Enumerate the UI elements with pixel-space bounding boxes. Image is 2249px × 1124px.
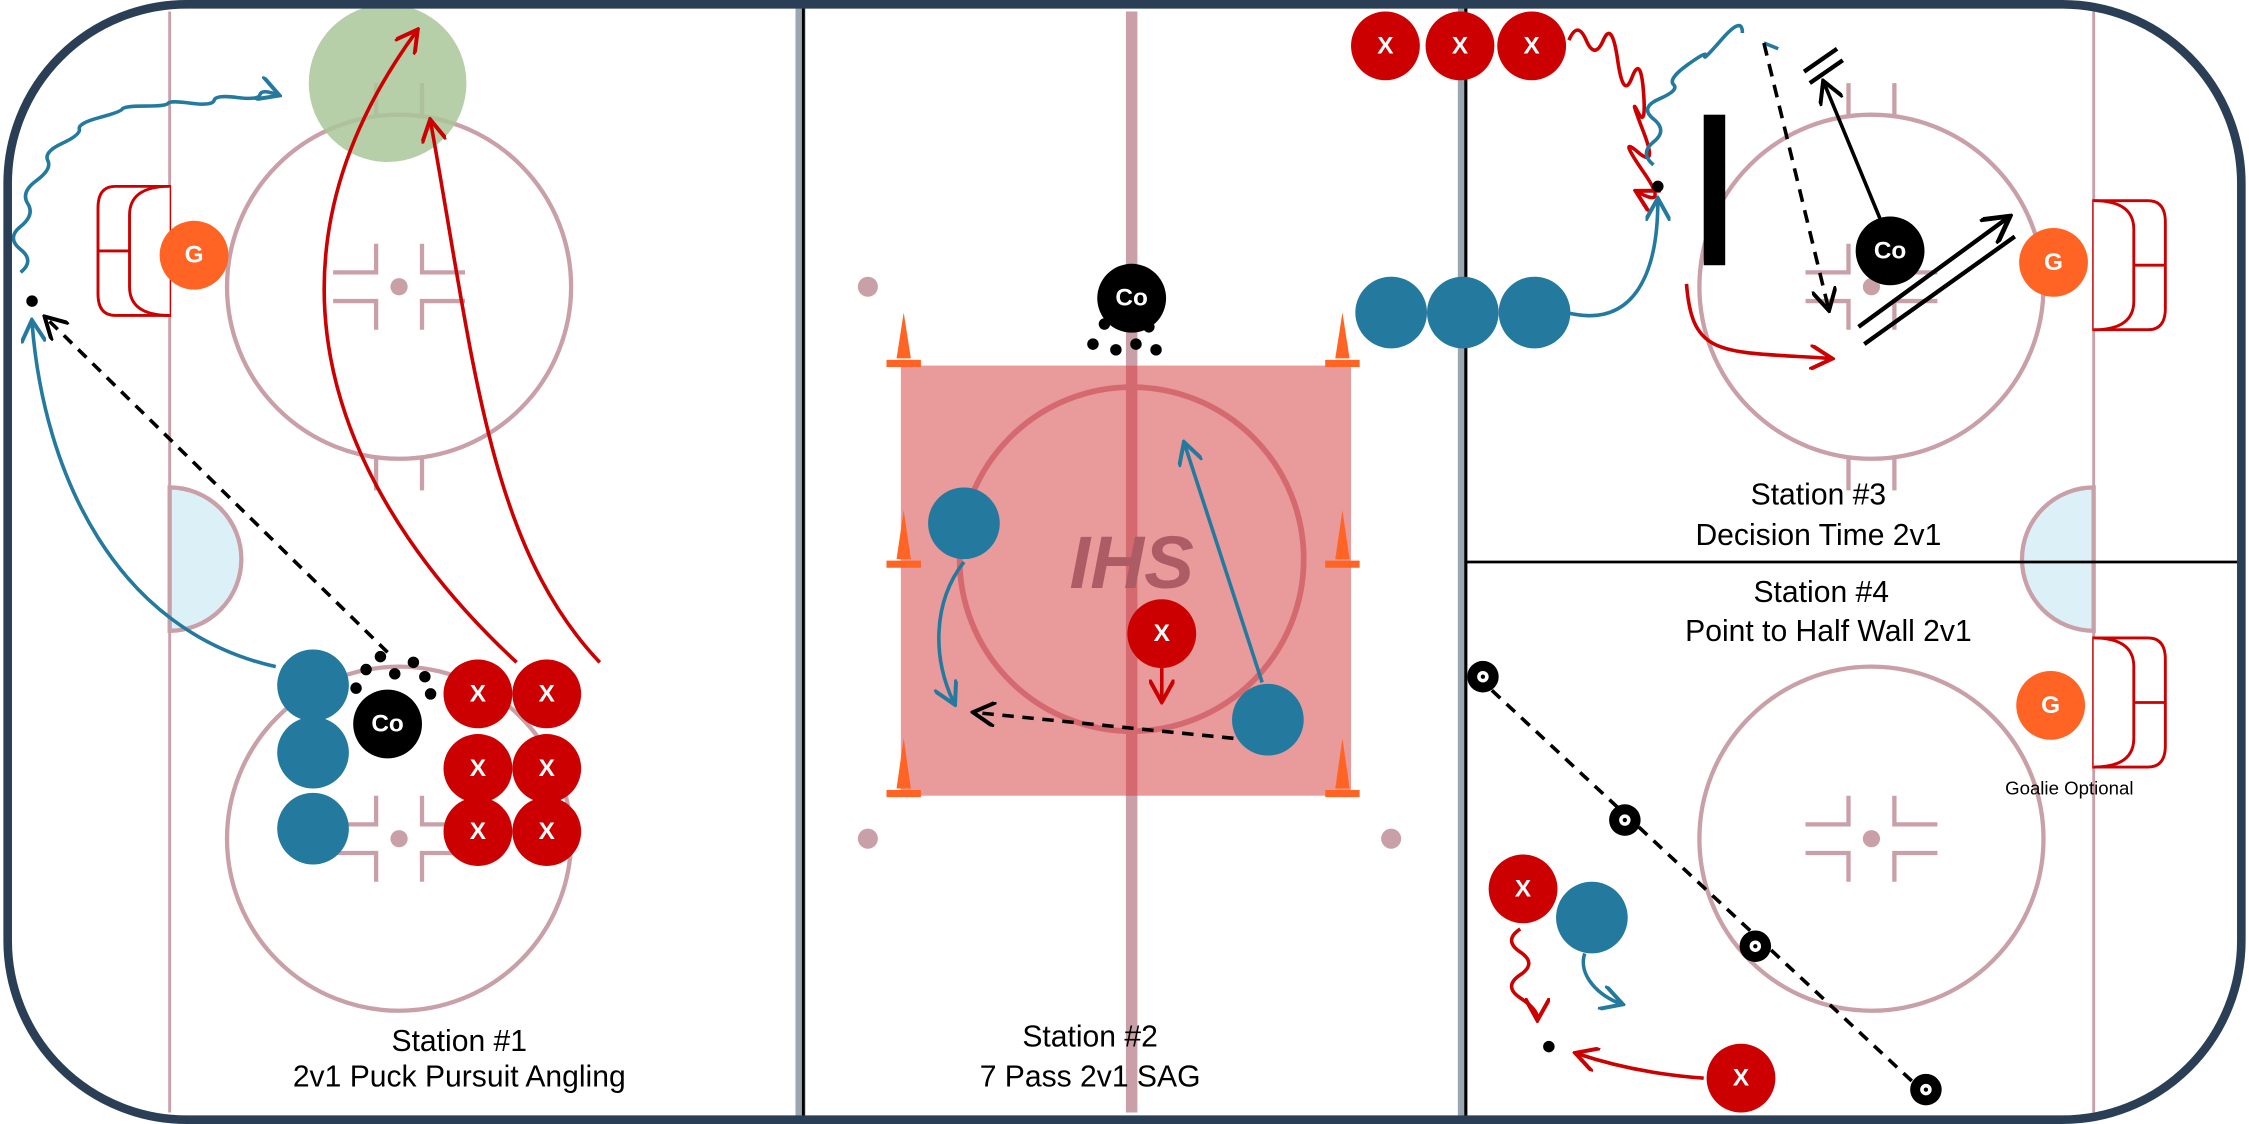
goalies: G G G xyxy=(159,220,2088,740)
station-4-title: Station #4 xyxy=(1753,576,1889,609)
station-2-subtitle: 7 Pass 2v1 SAG xyxy=(980,1061,1201,1094)
svg-text:G: G xyxy=(185,242,204,269)
defense-players xyxy=(277,276,1628,954)
target-zone xyxy=(308,4,467,163)
svg-text:X: X xyxy=(470,755,487,782)
station-3-subtitle: Decision Time 2v1 xyxy=(1695,519,1941,552)
svg-text:G: G xyxy=(2044,249,2063,276)
svg-text:X: X xyxy=(470,680,487,707)
svg-text:X: X xyxy=(1733,1065,1750,1092)
svg-text:X: X xyxy=(1452,32,1469,59)
svg-text:X: X xyxy=(1524,32,1541,59)
goalie-optional-note: Goalie Optional xyxy=(2005,777,2133,798)
svg-text:Co: Co xyxy=(1115,285,1147,312)
cones xyxy=(886,312,1360,798)
coaches: Co Co Co xyxy=(353,216,1925,759)
barrier xyxy=(1703,114,1726,266)
tire-markers xyxy=(1467,660,1942,1106)
svg-text:X: X xyxy=(1515,875,1532,902)
svg-text:X: X xyxy=(1377,32,1394,59)
svg-text:X: X xyxy=(539,818,556,845)
station-1-title: Station #1 xyxy=(392,1025,528,1058)
goal-nets xyxy=(96,184,2167,769)
pucks xyxy=(26,180,1664,1053)
station-3-title: Station #3 xyxy=(1751,479,1887,512)
forward-players: X X X X X X X X X X X X xyxy=(443,11,1776,1113)
rink-boards xyxy=(3,0,2246,1124)
station-1-subtitle: 2v1 Puck Pursuit Angling xyxy=(293,1061,626,1094)
blue-lines xyxy=(795,5,2243,1119)
center-logo: IHS xyxy=(1070,521,1194,604)
svg-text:X: X xyxy=(470,818,487,845)
svg-text:Co: Co xyxy=(371,711,403,738)
movement-paths xyxy=(11,23,2014,1099)
station-2-title: Station #2 xyxy=(1022,1021,1158,1054)
station-4-subtitle: Point to Half Wall 2v1 xyxy=(1685,615,1972,648)
svg-text:X: X xyxy=(539,755,556,782)
svg-text:Co: Co xyxy=(1874,237,1906,264)
svg-text:X: X xyxy=(1154,620,1171,647)
svg-text:G: G xyxy=(2041,692,2060,719)
svg-text:X: X xyxy=(539,680,556,707)
